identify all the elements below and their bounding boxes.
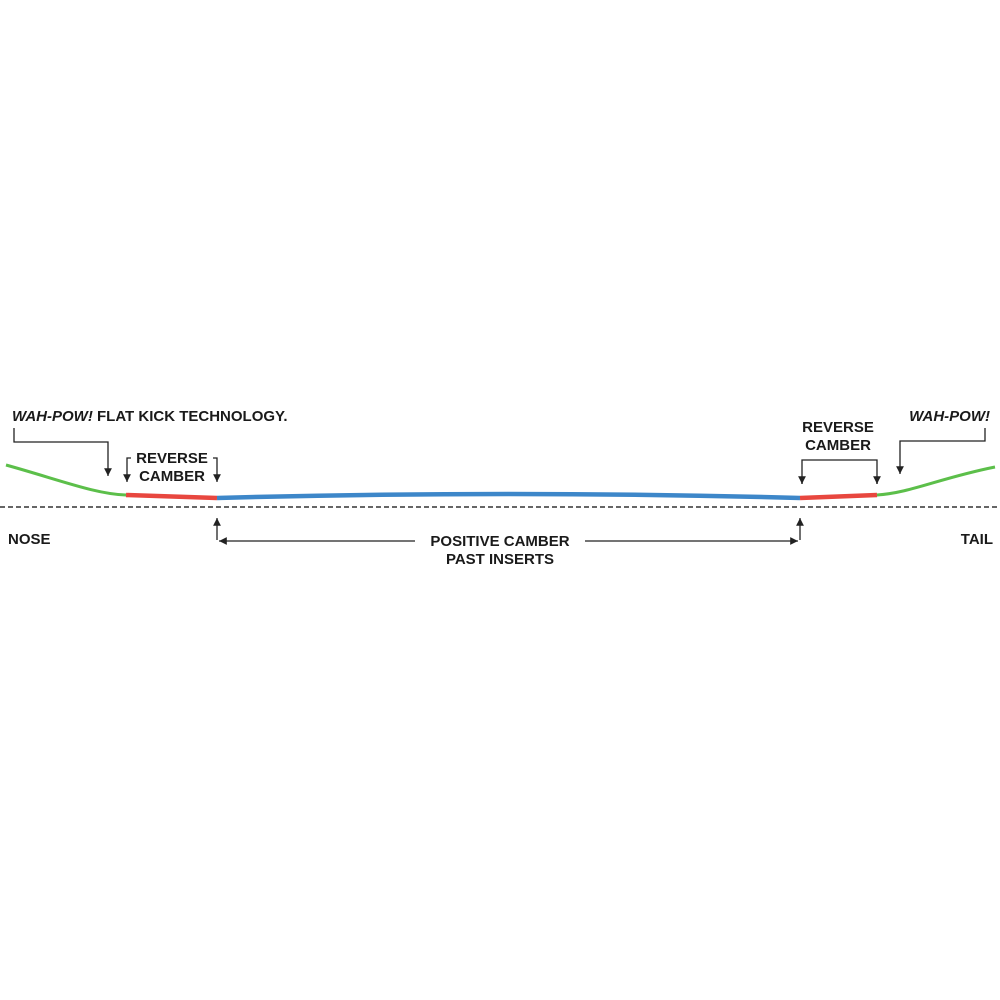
tail-reverse-label-1: REVERSE xyxy=(802,419,874,436)
nose-flat-kick-segment xyxy=(5,463,127,497)
positive-camber-segment xyxy=(216,491,801,501)
tail-flat-kick-segment xyxy=(876,465,996,497)
nose-reverse-label-2: CAMBER xyxy=(139,468,205,485)
tail-reverse-label-2: CAMBER xyxy=(805,437,871,454)
nose-kick-label: WAH-POW! FLAT KICK TECHNOLOGY. xyxy=(12,408,288,425)
tail-reverse-camber-segment xyxy=(799,492,878,501)
nose-reverse-label-1: REVERSE xyxy=(136,450,208,467)
positive-camber-label-1: POSITIVE CAMBER xyxy=(430,533,569,550)
nose-kick-leader xyxy=(13,428,112,476)
nose-reverse-bracket-right xyxy=(213,457,221,482)
nose-reverse-bracket-left xyxy=(123,457,131,482)
tail-label: TAIL xyxy=(961,531,993,548)
tail-reverse-bracket xyxy=(801,459,878,484)
tail-kick-leader xyxy=(896,428,986,474)
positive-camber-label-2: PAST INSERTS xyxy=(446,551,554,568)
nose-reverse-camber-segment xyxy=(125,492,218,501)
nose-label: NOSE xyxy=(8,531,51,548)
tail-kick-label: WAH-POW! xyxy=(909,408,990,425)
